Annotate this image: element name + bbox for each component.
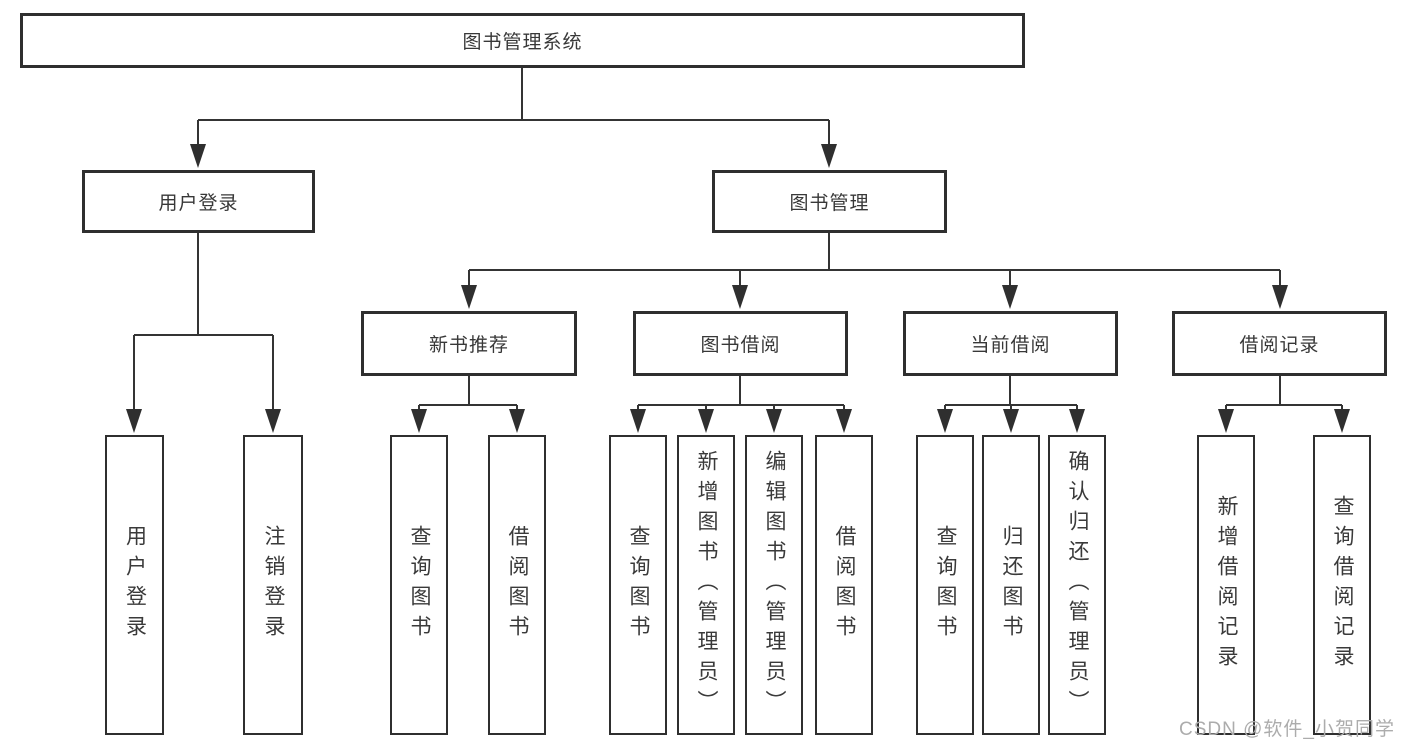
leaf-borrow-books-recommend: 借阅图书	[488, 435, 546, 735]
node-label: 图书借阅	[700, 335, 781, 356]
node-label: 查询图书	[934, 525, 958, 645]
node-label: 编辑图书（管理员）	[763, 450, 787, 720]
node-label: 新增图书（管理员）	[695, 450, 719, 720]
node-label: 图书管理	[789, 193, 870, 214]
leaf-query-borrow-record: 查询借阅记录	[1313, 435, 1371, 735]
leaf-user-login: 用户登录	[105, 435, 164, 735]
connector-root-to-level2	[190, 68, 837, 168]
node-label: 查询图书	[408, 525, 432, 645]
node-label: 借阅图书	[506, 525, 530, 645]
node-label: 新增借阅记录	[1215, 495, 1239, 675]
connector-borrow-record-children	[1218, 376, 1350, 433]
node-label: 借阅图书	[833, 525, 857, 645]
leaf-query-books-current: 查询图书	[916, 435, 974, 735]
node-label: 用户登录	[158, 193, 239, 214]
node-label: 确认归还（管理员）	[1066, 450, 1090, 720]
node-label: 查询图书	[627, 525, 651, 645]
node-label: 归还图书	[1000, 525, 1024, 645]
node-borrow-record: 借阅记录	[1172, 311, 1387, 376]
leaf-logout: 注销登录	[243, 435, 303, 735]
leaf-query-books-recommend: 查询图书	[390, 435, 448, 735]
node-label: 当前借阅	[970, 335, 1051, 356]
leaf-query-books-borrow: 查询图书	[609, 435, 667, 735]
connector-user-login-children	[126, 233, 281, 433]
csdn-watermark: CSDN @软件_小贺同学	[1179, 719, 1395, 740]
node-root: 图书管理系统	[20, 13, 1025, 68]
node-current-borrow: 当前借阅	[903, 311, 1118, 376]
node-book-management: 图书管理	[712, 170, 947, 233]
connector-current-borrow-children	[937, 376, 1085, 433]
leaf-return-book: 归还图书	[982, 435, 1040, 735]
leaf-borrow-books: 借阅图书	[815, 435, 873, 735]
node-book-borrow: 图书借阅	[633, 311, 848, 376]
leaf-confirm-return-admin: 确认归还（管理员）	[1048, 435, 1106, 735]
node-label: 图书管理系统	[462, 32, 583, 53]
node-label: 用户登录	[123, 525, 147, 645]
leaf-edit-book-admin: 编辑图书（管理员）	[745, 435, 803, 735]
connector-book-management-children	[461, 233, 1288, 309]
connector-book-borrow-children	[630, 376, 852, 433]
node-label: 注销登录	[262, 525, 286, 645]
node-new-book-recommend: 新书推荐	[361, 311, 577, 376]
node-label: 新书推荐	[428, 335, 509, 356]
leaf-add-book-admin: 新增图书（管理员）	[677, 435, 735, 735]
node-label: 借阅记录	[1239, 335, 1320, 356]
connector-new-book-children	[411, 376, 525, 433]
leaf-add-borrow-record: 新增借阅记录	[1197, 435, 1255, 735]
node-label: 查询借阅记录	[1331, 495, 1355, 675]
node-user-login: 用户登录	[82, 170, 315, 233]
